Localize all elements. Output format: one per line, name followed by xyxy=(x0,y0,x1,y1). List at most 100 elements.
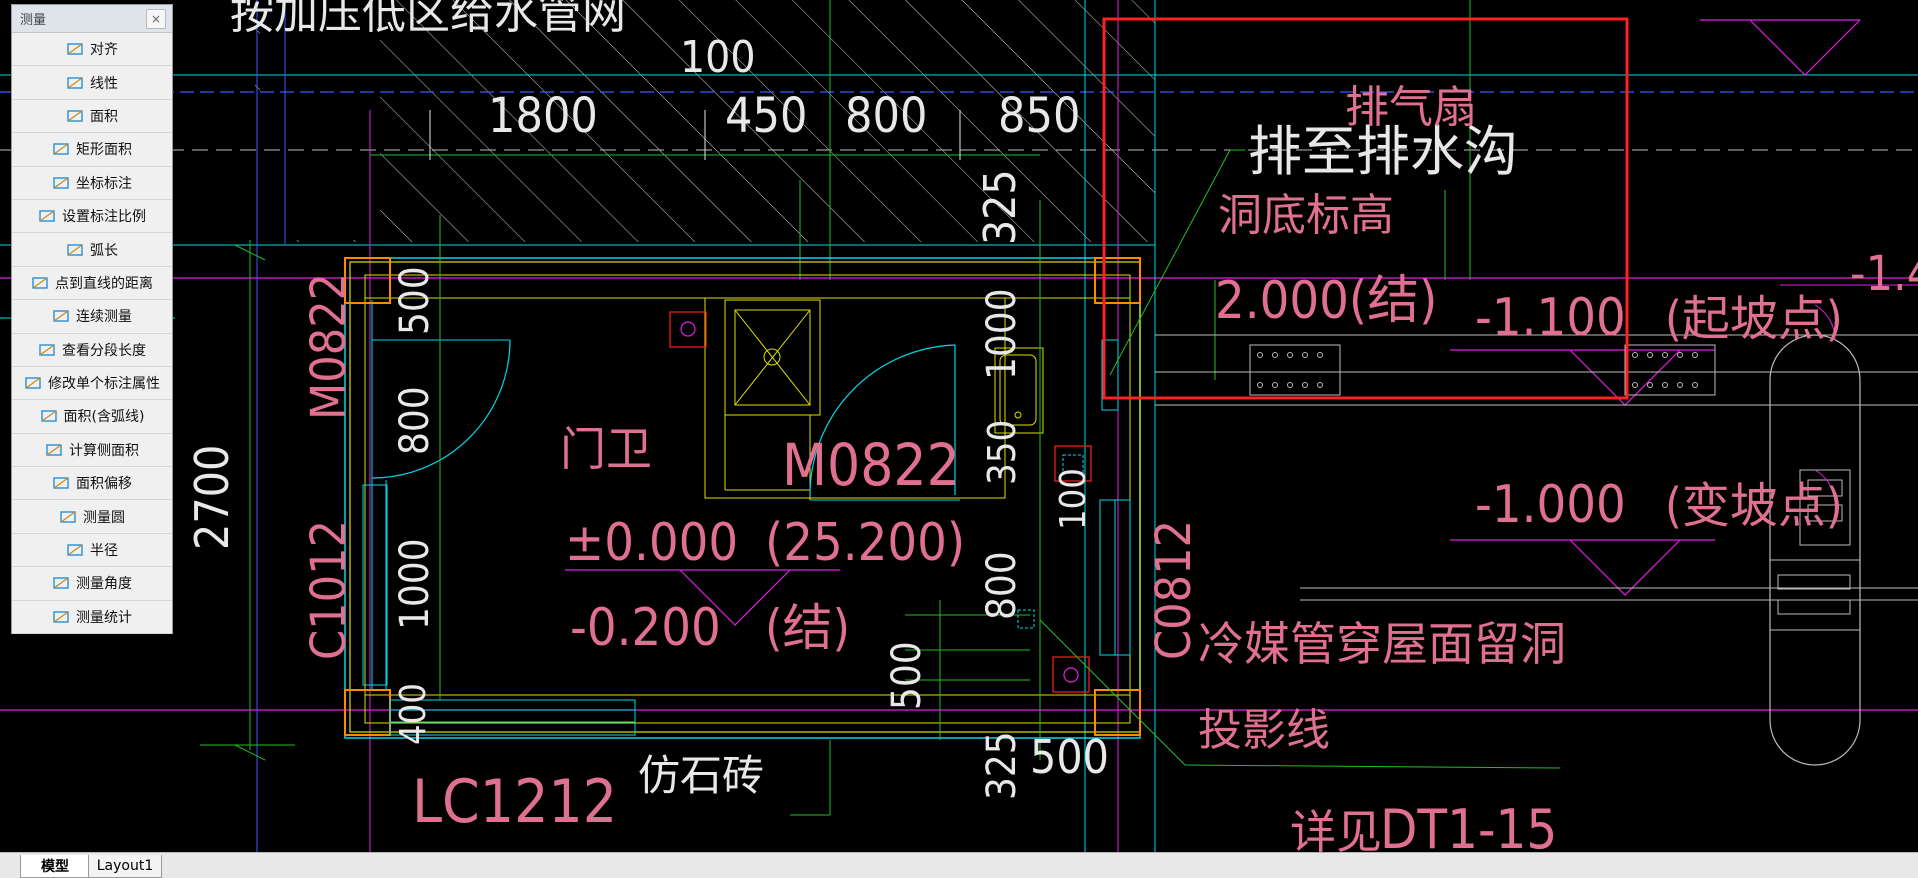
elevation-text: 2.000(结) xyxy=(1215,271,1437,331)
elevation-text: -1.4 xyxy=(1850,246,1918,302)
palette-item-label: 连续测量 xyxy=(76,309,132,326)
palette-item-6[interactable]: 设置标注比例 xyxy=(12,200,172,234)
palette-item-label: 测量圆 xyxy=(83,509,125,526)
title-text: 按加压低区给水管网 xyxy=(230,0,626,39)
palette-item-label: 设置标注比例 xyxy=(62,209,146,226)
door-label: M0822 xyxy=(782,431,960,499)
rect-area-icon xyxy=(52,141,70,157)
palette-item-label: 对齐 xyxy=(90,42,118,59)
segment-icon xyxy=(38,342,56,358)
dim-text: 500 xyxy=(1030,730,1109,784)
note-text: 详见 xyxy=(1290,805,1382,852)
dim-text: 800 xyxy=(979,551,1025,620)
palette-item-15[interactable]: 测量圆 xyxy=(12,500,172,534)
palette-item-16[interactable]: 半径 xyxy=(12,534,172,568)
tab-layout1[interactable]: Layout1 xyxy=(88,855,162,878)
window-label: LC1212 xyxy=(412,767,617,837)
area-arc-icon xyxy=(40,408,58,424)
palette-title: 测量 xyxy=(20,13,47,28)
continuous-icon xyxy=(52,308,70,324)
dim-text: 450 xyxy=(725,88,807,144)
elevation-text: -1.100 xyxy=(1475,288,1626,348)
palette-item-label: 测量统计 xyxy=(76,609,132,626)
measure-palette[interactable]: 测量 × 对齐线性面积矩形面积坐标标注设置标注比例弧长点到直线的距离连续测量查看… xyxy=(11,4,173,635)
palette-item-3[interactable]: 面积 xyxy=(12,100,172,134)
slope-label: (变坡点) xyxy=(1665,478,1843,534)
dim-text: 500 xyxy=(392,266,438,335)
angle-icon xyxy=(52,575,70,591)
side-area-icon xyxy=(45,442,63,458)
palette-item-7[interactable]: 弧长 xyxy=(12,233,172,267)
palette-item-11[interactable]: 修改单个标注属性 xyxy=(12,367,172,401)
palette-item-10[interactable]: 查看分段长度 xyxy=(12,334,172,367)
area-offset-icon xyxy=(52,475,70,491)
note-text: 排至排水沟 xyxy=(1248,120,1518,183)
window-label: C0812 xyxy=(1146,520,1202,660)
palette-titlebar[interactable]: 测量 × xyxy=(12,5,172,33)
dim-text: 1800 xyxy=(488,88,598,144)
palette-item-8[interactable]: 点到直线的距离 xyxy=(12,267,172,301)
dim-text: 400 xyxy=(393,683,434,745)
radius-icon xyxy=(66,542,84,558)
palette-item-label: 点到直线的距离 xyxy=(55,275,153,292)
dim-text: 350 xyxy=(980,420,1024,485)
dim-text: 2700 xyxy=(185,445,239,550)
palette-item-label: 面积 xyxy=(90,108,118,125)
elevation-text: -1.000 xyxy=(1475,475,1626,535)
arc-length-icon xyxy=(66,242,84,258)
palette-item-label: 矩形面积 xyxy=(76,142,132,159)
palette-item-4[interactable]: 矩形面积 xyxy=(12,133,172,167)
dim-text: 100 xyxy=(680,32,756,83)
elevation-text: (结) xyxy=(765,599,850,657)
palette-item-13[interactable]: 计算侧面积 xyxy=(12,434,172,468)
note-text: DT1-15 xyxy=(1380,798,1557,852)
palette-item-label: 查看分段长度 xyxy=(62,342,146,359)
palette-item-18[interactable]: 测量统计 xyxy=(12,601,172,635)
palette-item-label: 面积偏移 xyxy=(76,476,132,493)
drawing-canvas[interactable]: 按加压低区给水管网 100 1800 450 800 850 325 500 8… xyxy=(0,0,1918,852)
palette-item-label: 计算侧面积 xyxy=(69,442,139,459)
slope-label: (起坡点) xyxy=(1665,291,1843,347)
dim-text: 500 xyxy=(884,641,930,710)
palette-item-label: 测量角度 xyxy=(76,576,132,593)
palette-item-label: 半径 xyxy=(90,543,118,560)
palette-item-5[interactable]: 坐标标注 xyxy=(12,167,172,200)
linear-icon xyxy=(66,75,84,91)
dim-text: 800 xyxy=(392,386,438,455)
palette-item-label: 弧长 xyxy=(90,242,118,259)
note-text: 投影线 xyxy=(1198,705,1330,756)
window-label: C1012 xyxy=(301,520,357,660)
close-icon[interactable]: × xyxy=(146,8,166,29)
dim-text: 1000 xyxy=(979,288,1025,380)
dim-text: 325 xyxy=(979,731,1025,800)
coordinate-icon xyxy=(52,175,70,191)
palette-item-label: 修改单个标注属性 xyxy=(48,376,160,393)
note-text: 洞底标高 xyxy=(1218,190,1394,241)
edit-dim-icon xyxy=(24,375,42,391)
circle-icon xyxy=(59,509,77,525)
dim-text: 800 xyxy=(845,88,927,144)
material-label: 仿石砖 xyxy=(638,751,764,800)
palette-item-17[interactable]: 测量角度 xyxy=(12,567,172,601)
palette-item-label: 坐标标注 xyxy=(76,175,132,192)
palette-item-9[interactable]: 连续测量 xyxy=(12,300,172,334)
elevation-text: ±0.000 xyxy=(565,513,738,573)
palette-item-1[interactable]: 对齐 xyxy=(12,33,172,67)
note-text: 排气扇 xyxy=(1345,82,1477,133)
elevation-text: (25.200) xyxy=(765,513,965,573)
area-icon xyxy=(66,108,84,124)
layout-tabbar: 模型 Layout1 xyxy=(0,852,1918,878)
elevation-text: -0.200 xyxy=(570,598,721,658)
palette-item-12[interactable]: 面积(含弧线) xyxy=(12,400,172,434)
selection-rectangle[interactable] xyxy=(1102,17,1629,400)
note-text: 冷媒管穿屋面留洞 xyxy=(1198,617,1566,671)
palette-item-14[interactable]: 面积偏移 xyxy=(12,467,172,501)
palette-item-2[interactable]: 线性 xyxy=(12,66,172,100)
statistics-icon xyxy=(52,609,70,625)
scale-icon xyxy=(38,208,56,224)
tab-model[interactable]: 模型 xyxy=(20,855,90,878)
room-label: 门卫 xyxy=(560,422,652,476)
align-icon xyxy=(66,41,84,57)
palette-item-label: 线性 xyxy=(90,75,118,92)
palette-item-label: 面积(含弧线) xyxy=(63,409,145,426)
